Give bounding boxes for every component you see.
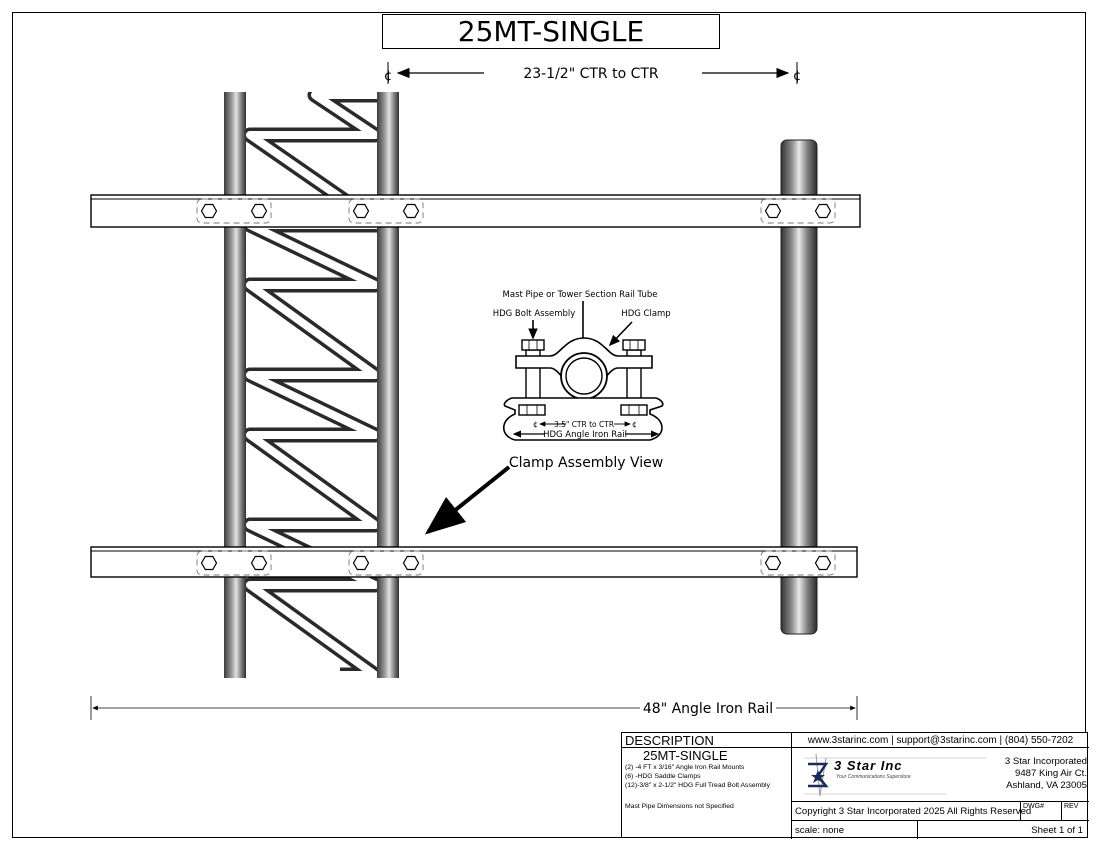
angle-iron-callout: HDG Angle Iron Rail	[543, 430, 627, 440]
saddle-clamp-plate	[348, 550, 424, 576]
copyright: Copyright 3 Star Incorporated 2025 All R…	[792, 801, 1031, 820]
clamp-centerline-right: ¢	[632, 420, 637, 429]
description-box: 25MT-SINGLE (2) -4 FT x 3/16" Angle Iron…	[622, 748, 792, 801]
company-city: Ashland, VA 23005	[1006, 780, 1087, 791]
rail-length-dimension: 48" Angle Iron Rail	[90, 696, 858, 720]
saddle-clamp-plate	[760, 198, 836, 224]
rail-length-label: 48" Angle Iron Rail	[643, 701, 773, 717]
logo-tagline: Your Communications Superstore	[836, 774, 911, 780]
company-street: 9487 King Air Ct.	[1015, 768, 1087, 779]
company-name: 3 Star Incorporated	[1004, 756, 1087, 767]
drawing-title: 25MT-SINGLE	[382, 14, 720, 49]
revision-label: REV	[1061, 801, 1089, 820]
hex-bolt-icon	[200, 555, 218, 571]
contact-info: www.3starinc.com | support@3starinc.com …	[792, 733, 1089, 748]
mast-pipe-callout: Mast Pipe or Tower Section Rail Tube	[503, 290, 658, 300]
tower-leg-left	[224, 92, 246, 678]
saddle-clamp-plate	[196, 550, 272, 576]
hex-bolt-icon	[200, 203, 218, 219]
tower-lacing	[242, 92, 388, 678]
part-name: 25MT-SINGLE	[643, 748, 728, 763]
bom-item-rails: (2) -4 FT x 3/16" Angle Iron Rail Mounts	[625, 764, 745, 771]
bolt-assembly-callout: HDG Bolt Assembly	[493, 309, 576, 319]
sheet-number: Sheet 1 of 1	[918, 820, 1089, 839]
hex-bolt-icon	[402, 203, 420, 219]
angle-iron-rail-bottom	[90, 546, 858, 578]
ctr-dimension: ¢ ¢ 23-1/2" CTR to CTR	[384, 62, 801, 84]
clamp-ctr-callout: 3.5" CTR to CTR	[554, 420, 614, 429]
hex-bolt-icon	[352, 203, 370, 219]
clamp-assembly-detail: Mast Pipe or Tower Section Rail Tube HDG…	[424, 290, 671, 535]
bom-item-clamps: (6) -HDG Saddle Clamps	[625, 773, 701, 780]
description-header: DESCRIPTION	[622, 733, 792, 748]
mast-pipe	[780, 139, 818, 635]
bom-item-bolts: (12)-3/8" x 2-1/2" HDG Full Tread Bolt A…	[625, 782, 770, 789]
hex-bolt-icon	[352, 555, 370, 571]
saddle-clamp-plate	[348, 198, 424, 224]
saddle-clamp-plate	[760, 550, 836, 576]
hex-bolt-icon	[402, 555, 420, 571]
hex-bolt-icon	[764, 555, 782, 571]
hex-bolt-icon	[250, 203, 268, 219]
hex-bolt-icon	[250, 555, 268, 571]
company-logo	[804, 753, 986, 797]
saddle-clamps	[196, 198, 836, 576]
hex-bolt-icon	[814, 203, 832, 219]
centerline-symbol-left: ¢	[384, 69, 392, 84]
company-address: 3 Star Incorporated 9487 King Air Ct. As…	[992, 756, 1087, 792]
dwg-number-label: DWG#	[1020, 801, 1061, 820]
drawing-sheet-border	[12, 12, 1086, 838]
hex-bolt-icon	[764, 203, 782, 219]
tower-leg-right	[377, 92, 399, 678]
saddle-clamp-plate	[196, 198, 272, 224]
clamp-centerline-left: ¢	[533, 420, 538, 429]
dimension-note: Mast Pipe Dimensions not Specified	[622, 801, 792, 839]
hex-bolt-icon	[814, 555, 832, 571]
ctr-to-ctr-label: 23-1/2" CTR to CTR	[523, 66, 659, 82]
title-block: DESCRIPTION www.3starinc.com | support@3…	[621, 732, 1089, 839]
centerline-symbol-right: ¢	[793, 69, 801, 84]
angle-iron-rail-top	[90, 194, 861, 228]
clamp-callout: HDG Clamp	[621, 309, 670, 319]
scale: scale: none	[792, 820, 918, 839]
clamp-assembly-view-label: Clamp Assembly View	[509, 455, 663, 471]
logo-wordmark: 3 Star Inc	[834, 758, 903, 773]
logo-area: 3 Star Inc Your Communications Superstor…	[792, 748, 1089, 801]
